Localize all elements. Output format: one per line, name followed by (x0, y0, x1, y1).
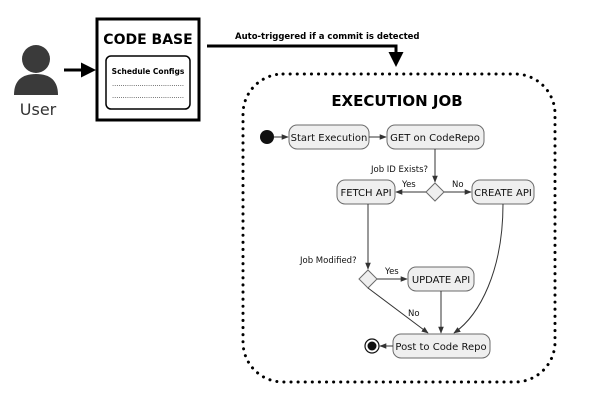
create-api-label: CREATE API (474, 188, 532, 199)
edge-create-to-post (453, 203, 504, 334)
get-coderepo-label: GET on CodeRepo (390, 133, 480, 144)
edge-modified-no (367, 287, 429, 334)
user-label: User (20, 100, 57, 119)
trigger-connector (207, 44, 404, 67)
config-dotted-line-2: .................................. (112, 93, 184, 100)
start-node (260, 130, 274, 144)
fetch-api-label: FETCH API (340, 188, 391, 199)
job-id-exists-label: Job ID Exists? (370, 165, 428, 175)
job-id-yes-label: Yes (401, 180, 416, 190)
job-modified-decision (358, 269, 378, 289)
post-code-repo-label: Post to Code Repo (395, 342, 486, 353)
update-api-label: UPDATE API (412, 275, 470, 286)
job-modified-label: Job Modified? (299, 256, 357, 266)
config-dotted-line-1: .................................. (112, 81, 184, 88)
fetch-api-node (336, 179, 396, 205)
trigger-label: Auto-triggered if a commit is detected (235, 32, 420, 42)
job-modified-no-label: No (408, 309, 420, 319)
user-icon (14, 45, 58, 95)
job-modified-yes-label: Yes (384, 267, 399, 277)
job-id-exists-decision (425, 182, 445, 202)
execution-job-container (241, 72, 557, 384)
execution-job-title: EXECUTION JOB (331, 92, 462, 110)
schedule-configs-box (105, 55, 191, 110)
schedule-configs-label: Schedule Configs (112, 67, 185, 76)
job-id-no-label: No (452, 180, 464, 190)
start-execution-label: Start Execution (291, 133, 368, 144)
end-node (364, 338, 380, 354)
code-base-title: CODE BASE (103, 32, 192, 48)
